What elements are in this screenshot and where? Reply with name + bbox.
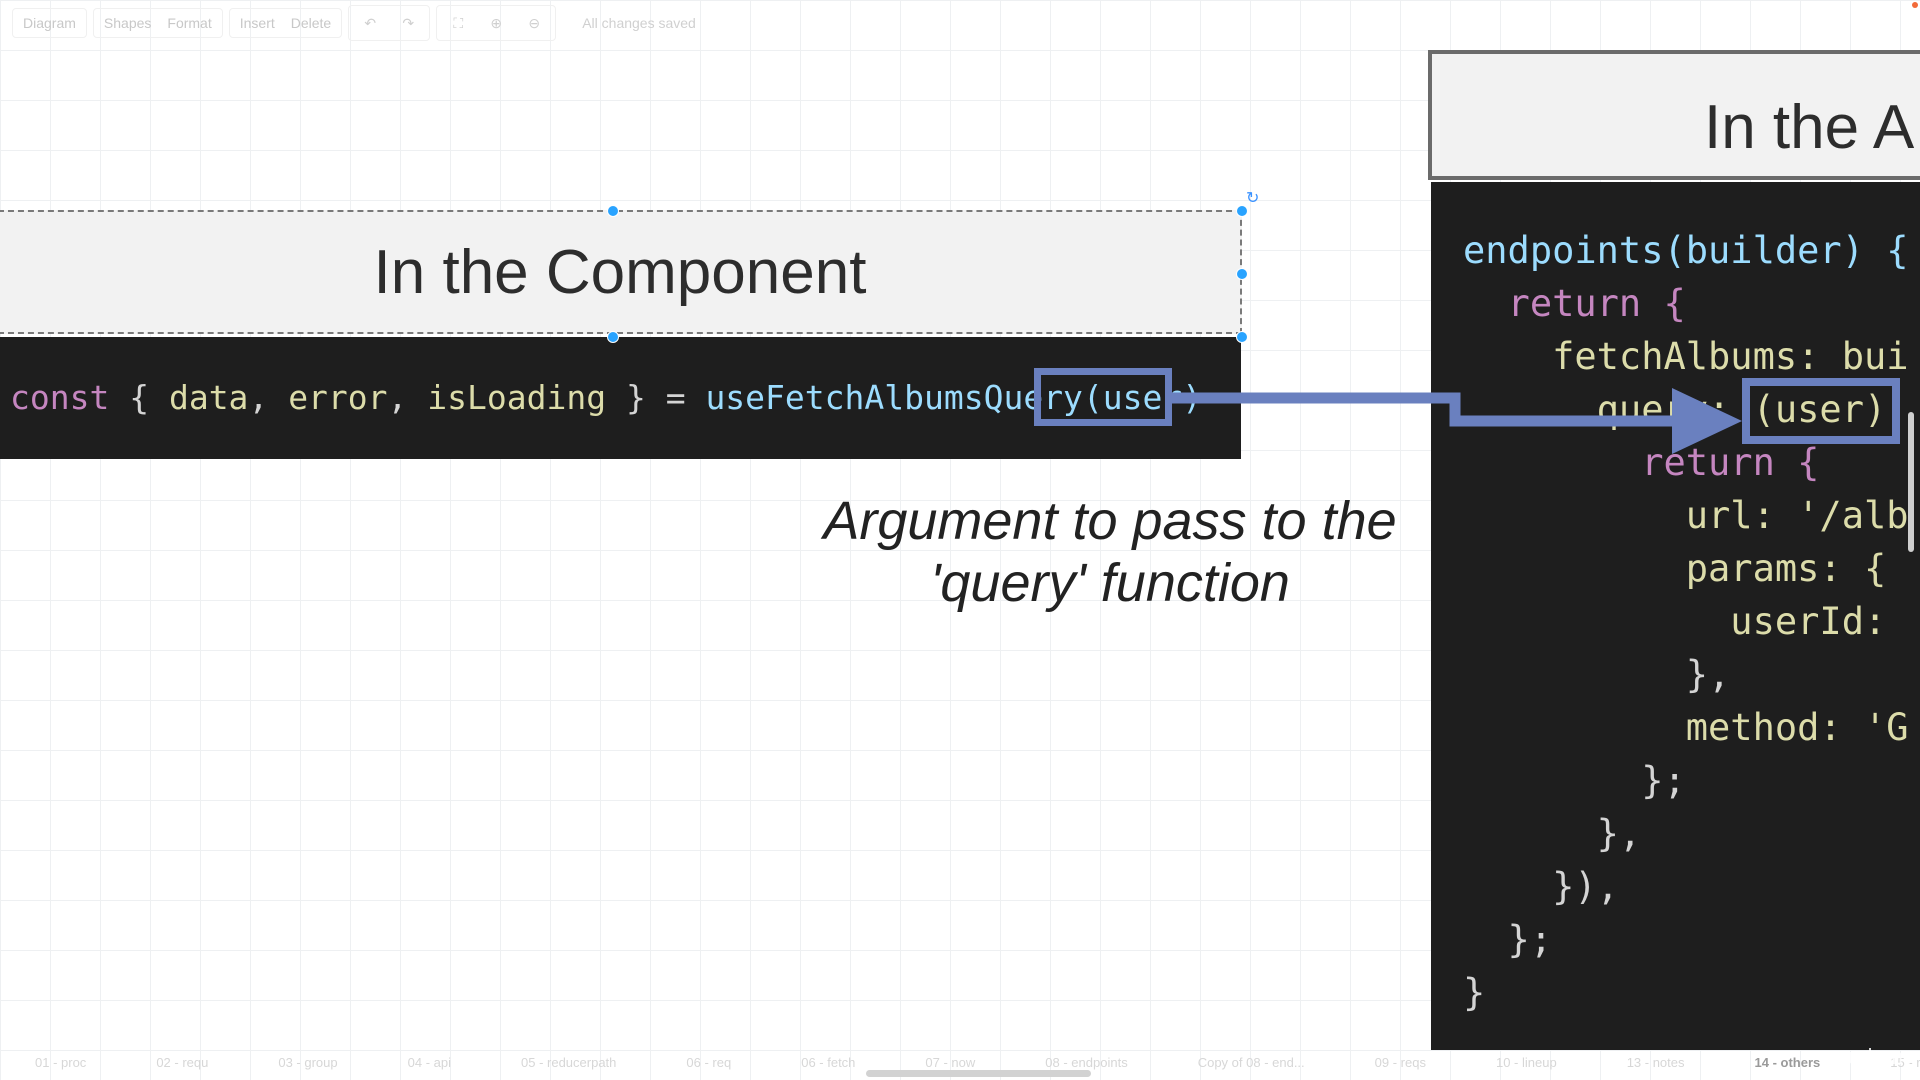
code-punct: { (109, 378, 169, 417)
connector-line[interactable] (1172, 392, 1688, 427)
code-line: return { (1463, 282, 1686, 325)
code-line: params: { (1463, 547, 1887, 590)
code-line: url: '/alb (1463, 494, 1909, 537)
code-line: method: 'G (1463, 706, 1909, 749)
code-var-data: data (168, 378, 249, 417)
rotate-handle-icon[interactable]: ↻ (1246, 190, 1260, 207)
page-tab[interactable]: 04 - api (407, 1054, 451, 1070)
toolbar: Diagram Shapes Format Insert Delete ↶ ↷ … (0, 0, 1920, 46)
code-line: }; (1463, 759, 1686, 802)
save-status: All changes saved (582, 15, 696, 31)
api-code: endpoints(builder) { return { fetchAlbum… (1463, 224, 1909, 1019)
undo-icon[interactable]: ↶ (364, 14, 377, 31)
code-function: useFetchAlbumsQuery (705, 378, 1083, 417)
arrow-head-icon (1672, 388, 1742, 454)
page-tabs: 01 - proc 02 - requ 03 - group 04 - api … (0, 1044, 1920, 1080)
resize-handle[interactable] (1236, 268, 1248, 280)
code-line: userId: (1463, 600, 1887, 643)
page-tab[interactable]: 09 - reqs (1374, 1054, 1426, 1070)
code-line: endpoints(builder) { (1463, 229, 1909, 272)
udemy-watermark: udemy (1847, 1044, 1914, 1069)
history-group: ↶ ↷ (348, 5, 431, 41)
resize-handle[interactable] (1236, 205, 1248, 217)
api-code-box[interactable]: endpoints(builder) { return { fetchAlbum… (1431, 182, 1920, 1050)
close-icon[interactable] (1912, 2, 1918, 8)
api-title: In the A (1704, 93, 1915, 162)
page-tab[interactable]: 07 - now (925, 1054, 976, 1070)
page-tab[interactable]: 02 - requ (156, 1054, 209, 1070)
page-tab[interactable]: 08 - endpoints (1045, 1054, 1128, 1070)
zoom-in-icon[interactable]: ⊕ (490, 14, 503, 31)
code-line: }, (1463, 653, 1731, 696)
code-punct: , (248, 378, 289, 417)
format-button[interactable]: Format (167, 15, 212, 31)
resize-handle[interactable] (607, 205, 619, 217)
page-tab[interactable]: 13 - notes (1626, 1054, 1685, 1070)
code-line: } (1463, 971, 1486, 1014)
resize-handle[interactable] (1236, 331, 1248, 343)
horizontal-scrollbar[interactable] (866, 1070, 1091, 1077)
insert-button[interactable]: Insert (239, 15, 275, 31)
page-tab[interactable]: 15 - result (1890, 1054, 1920, 1070)
page-tab[interactable]: Copy of 08 - end... (1197, 1054, 1305, 1070)
page-tab[interactable]: 05 - reducerpath (521, 1054, 617, 1070)
code-line: }), (1463, 865, 1619, 908)
view-group: ⛶ ⊕ ⊖ (436, 5, 557, 41)
query-user-highlight[interactable] (1742, 378, 1900, 444)
api-title-box[interactable]: In the A (1428, 50, 1920, 180)
component-title-box[interactable]: In the Component (0, 210, 1242, 334)
code-keyword: const (10, 378, 110, 417)
component-code-line: const { data, error, isLoading } = useFe… (10, 378, 1202, 417)
code-line: return { (1463, 441, 1820, 484)
redo-icon[interactable]: ↷ (402, 14, 415, 31)
zoom-out-icon[interactable]: ⊖ (528, 14, 541, 31)
fit-icon[interactable]: ⛶ (453, 14, 464, 31)
diagram-menu-group: Diagram (12, 8, 87, 38)
code-var-isloading: isLoading (427, 378, 607, 417)
diagram-menu[interactable]: Diagram (23, 15, 76, 31)
page-tab[interactable]: 10 - lineup (1495, 1054, 1557, 1070)
annotation-text[interactable]: Argument to pass to the 'query' function (823, 491, 1397, 613)
resize-handle[interactable] (607, 331, 619, 343)
code-line: }, (1463, 812, 1642, 855)
code-punct: } = (606, 378, 706, 417)
code-line: fetchAlbums: bui (1463, 335, 1909, 378)
vertical-scrollbar[interactable] (1908, 412, 1914, 552)
code-punct: , (387, 378, 428, 417)
page-tab[interactable]: 01 - proc (35, 1054, 87, 1070)
component-title: In the Component (373, 237, 867, 307)
code-line: }; (1463, 918, 1553, 961)
page-tab[interactable]: 06 - fetch (801, 1054, 856, 1070)
user-arg-highlight[interactable] (1034, 368, 1172, 426)
page-tab-active[interactable]: 14 - others (1754, 1054, 1821, 1070)
page-tab[interactable]: 06 - req (686, 1054, 732, 1070)
delete-button[interactable]: Delete (290, 15, 332, 31)
code-var-error: error (288, 378, 388, 417)
shapes-button[interactable]: Shapes (103, 15, 152, 31)
page-tab[interactable]: 03 - group (278, 1054, 338, 1070)
edit-group: Insert Delete (228, 8, 343, 38)
panels-group: Shapes Format (92, 8, 223, 38)
